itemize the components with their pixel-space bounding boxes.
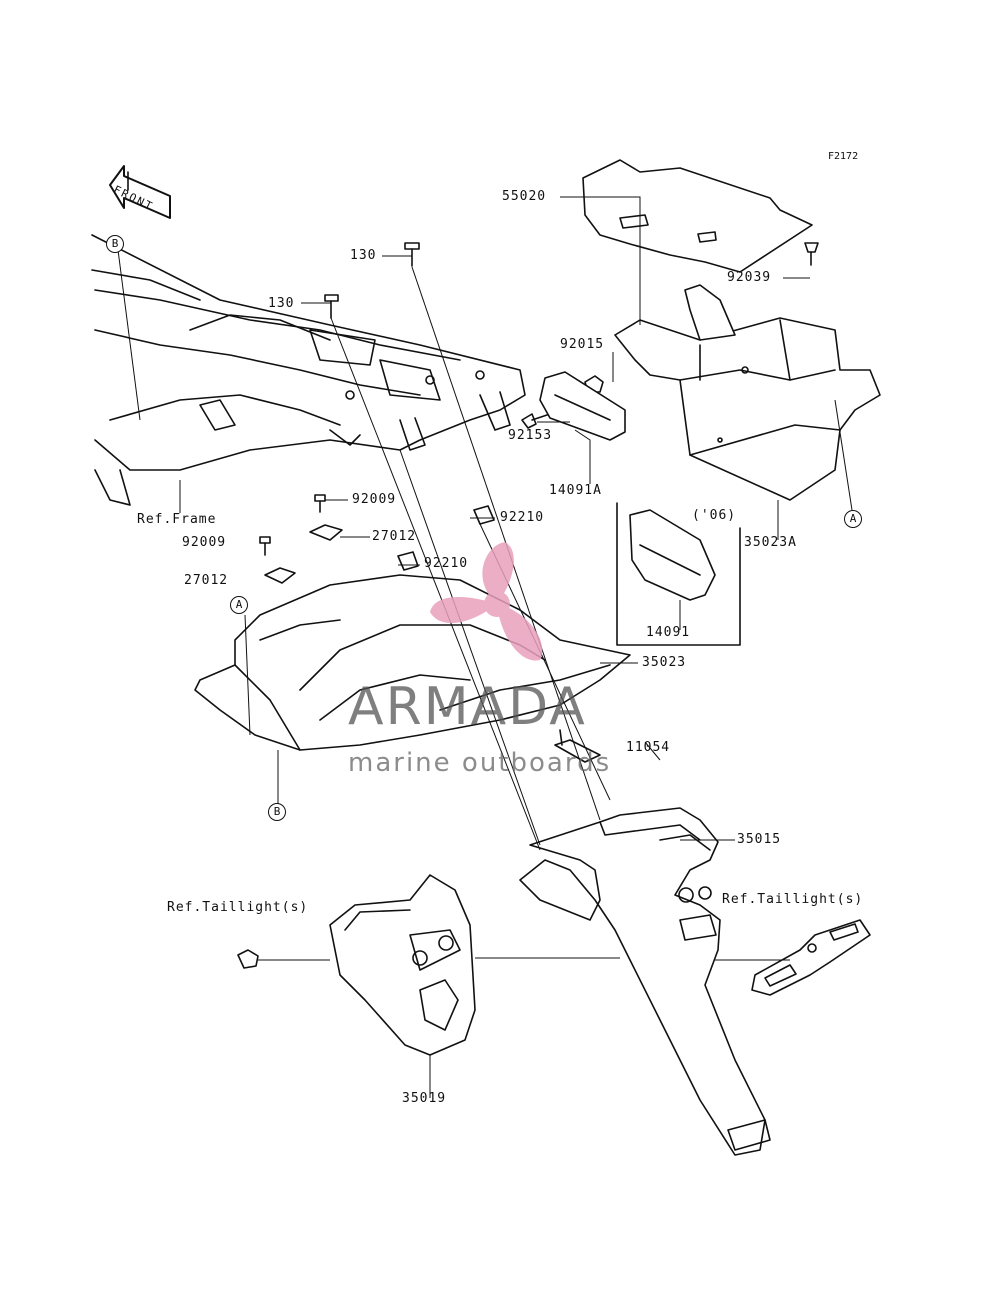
year-note: ('06) (692, 508, 737, 523)
nut-92210-a-icon (473, 505, 495, 525)
frame-part (91, 234, 526, 506)
cover-14091A (539, 371, 626, 441)
bracket-11054 (554, 729, 601, 763)
part-label-35015[interactable]: 35015 (737, 832, 782, 847)
inset-frame (616, 502, 741, 646)
watermark-propeller-logo (430, 542, 543, 661)
ref-marker-a-right: A (844, 510, 862, 528)
part-label-92015[interactable]: 92015 (560, 337, 605, 352)
part-label-35023[interactable]: 35023 (642, 655, 687, 670)
part-label-27012-a[interactable]: 27012 (372, 529, 417, 544)
clip-27012-b-icon (264, 567, 296, 584)
ref-taillight-right-label[interactable]: Ref.Taillight(s) (722, 892, 864, 907)
ref-taillight-left-label[interactable]: Ref.Taillight(s) (167, 900, 309, 915)
part-label-92039[interactable]: 92039 (727, 270, 772, 285)
watermark-brand: ARMADA (348, 677, 587, 737)
part-label-35023A[interactable]: 35023A (744, 535, 797, 550)
bolt-130-left-icon (324, 294, 339, 319)
part-label-92210-a[interactable]: 92210 (500, 510, 545, 525)
cover-14091 (629, 509, 716, 601)
part-label-130-top[interactable]: 130 (350, 248, 377, 263)
bolt-92153-icon (521, 413, 551, 429)
screw-92039-icon (804, 242, 819, 266)
part-label-14091[interactable]: 14091 (646, 625, 691, 640)
ref-marker-b-bottom: B (268, 803, 286, 821)
cover-plate-55020 (582, 159, 813, 273)
part-label-14091A[interactable]: 14091A (549, 483, 602, 498)
taillight-bracket (751, 919, 871, 996)
cover-35019 (329, 874, 476, 1056)
nut-92210-b-icon (397, 551, 419, 571)
bolt-130-top-icon (404, 242, 420, 267)
taillight-bolt-icon (237, 949, 259, 969)
clip-27012-a-icon (309, 524, 343, 541)
ref-frame-label[interactable]: Ref.Frame (137, 512, 217, 527)
part-label-27012-b[interactable]: 27012 (184, 573, 229, 588)
ref-marker-b-top: B (106, 235, 124, 253)
figure-code: F2172 (828, 151, 859, 162)
screw-92009-b-icon (259, 536, 271, 556)
part-label-130-left[interactable]: 130 (268, 296, 295, 311)
part-label-92210-b[interactable]: 92210 (424, 556, 469, 571)
watermark-tagline: marine outboards (348, 748, 612, 778)
front-arrow-icon (109, 165, 171, 219)
part-label-55020[interactable]: 55020 (502, 189, 547, 204)
rear-fender-35015 (519, 807, 771, 1156)
part-label-92009-a[interactable]: 92009 (352, 492, 397, 507)
part-label-92009-b[interactable]: 92009 (182, 535, 227, 550)
tray-35023A (614, 284, 881, 501)
screw-92009-a-icon (314, 494, 326, 513)
ref-marker-a-left: A (230, 596, 248, 614)
part-label-35019[interactable]: 35019 (402, 1091, 447, 1106)
part-label-11054[interactable]: 11054 (626, 740, 671, 755)
part-label-92153[interactable]: 92153 (508, 428, 553, 443)
